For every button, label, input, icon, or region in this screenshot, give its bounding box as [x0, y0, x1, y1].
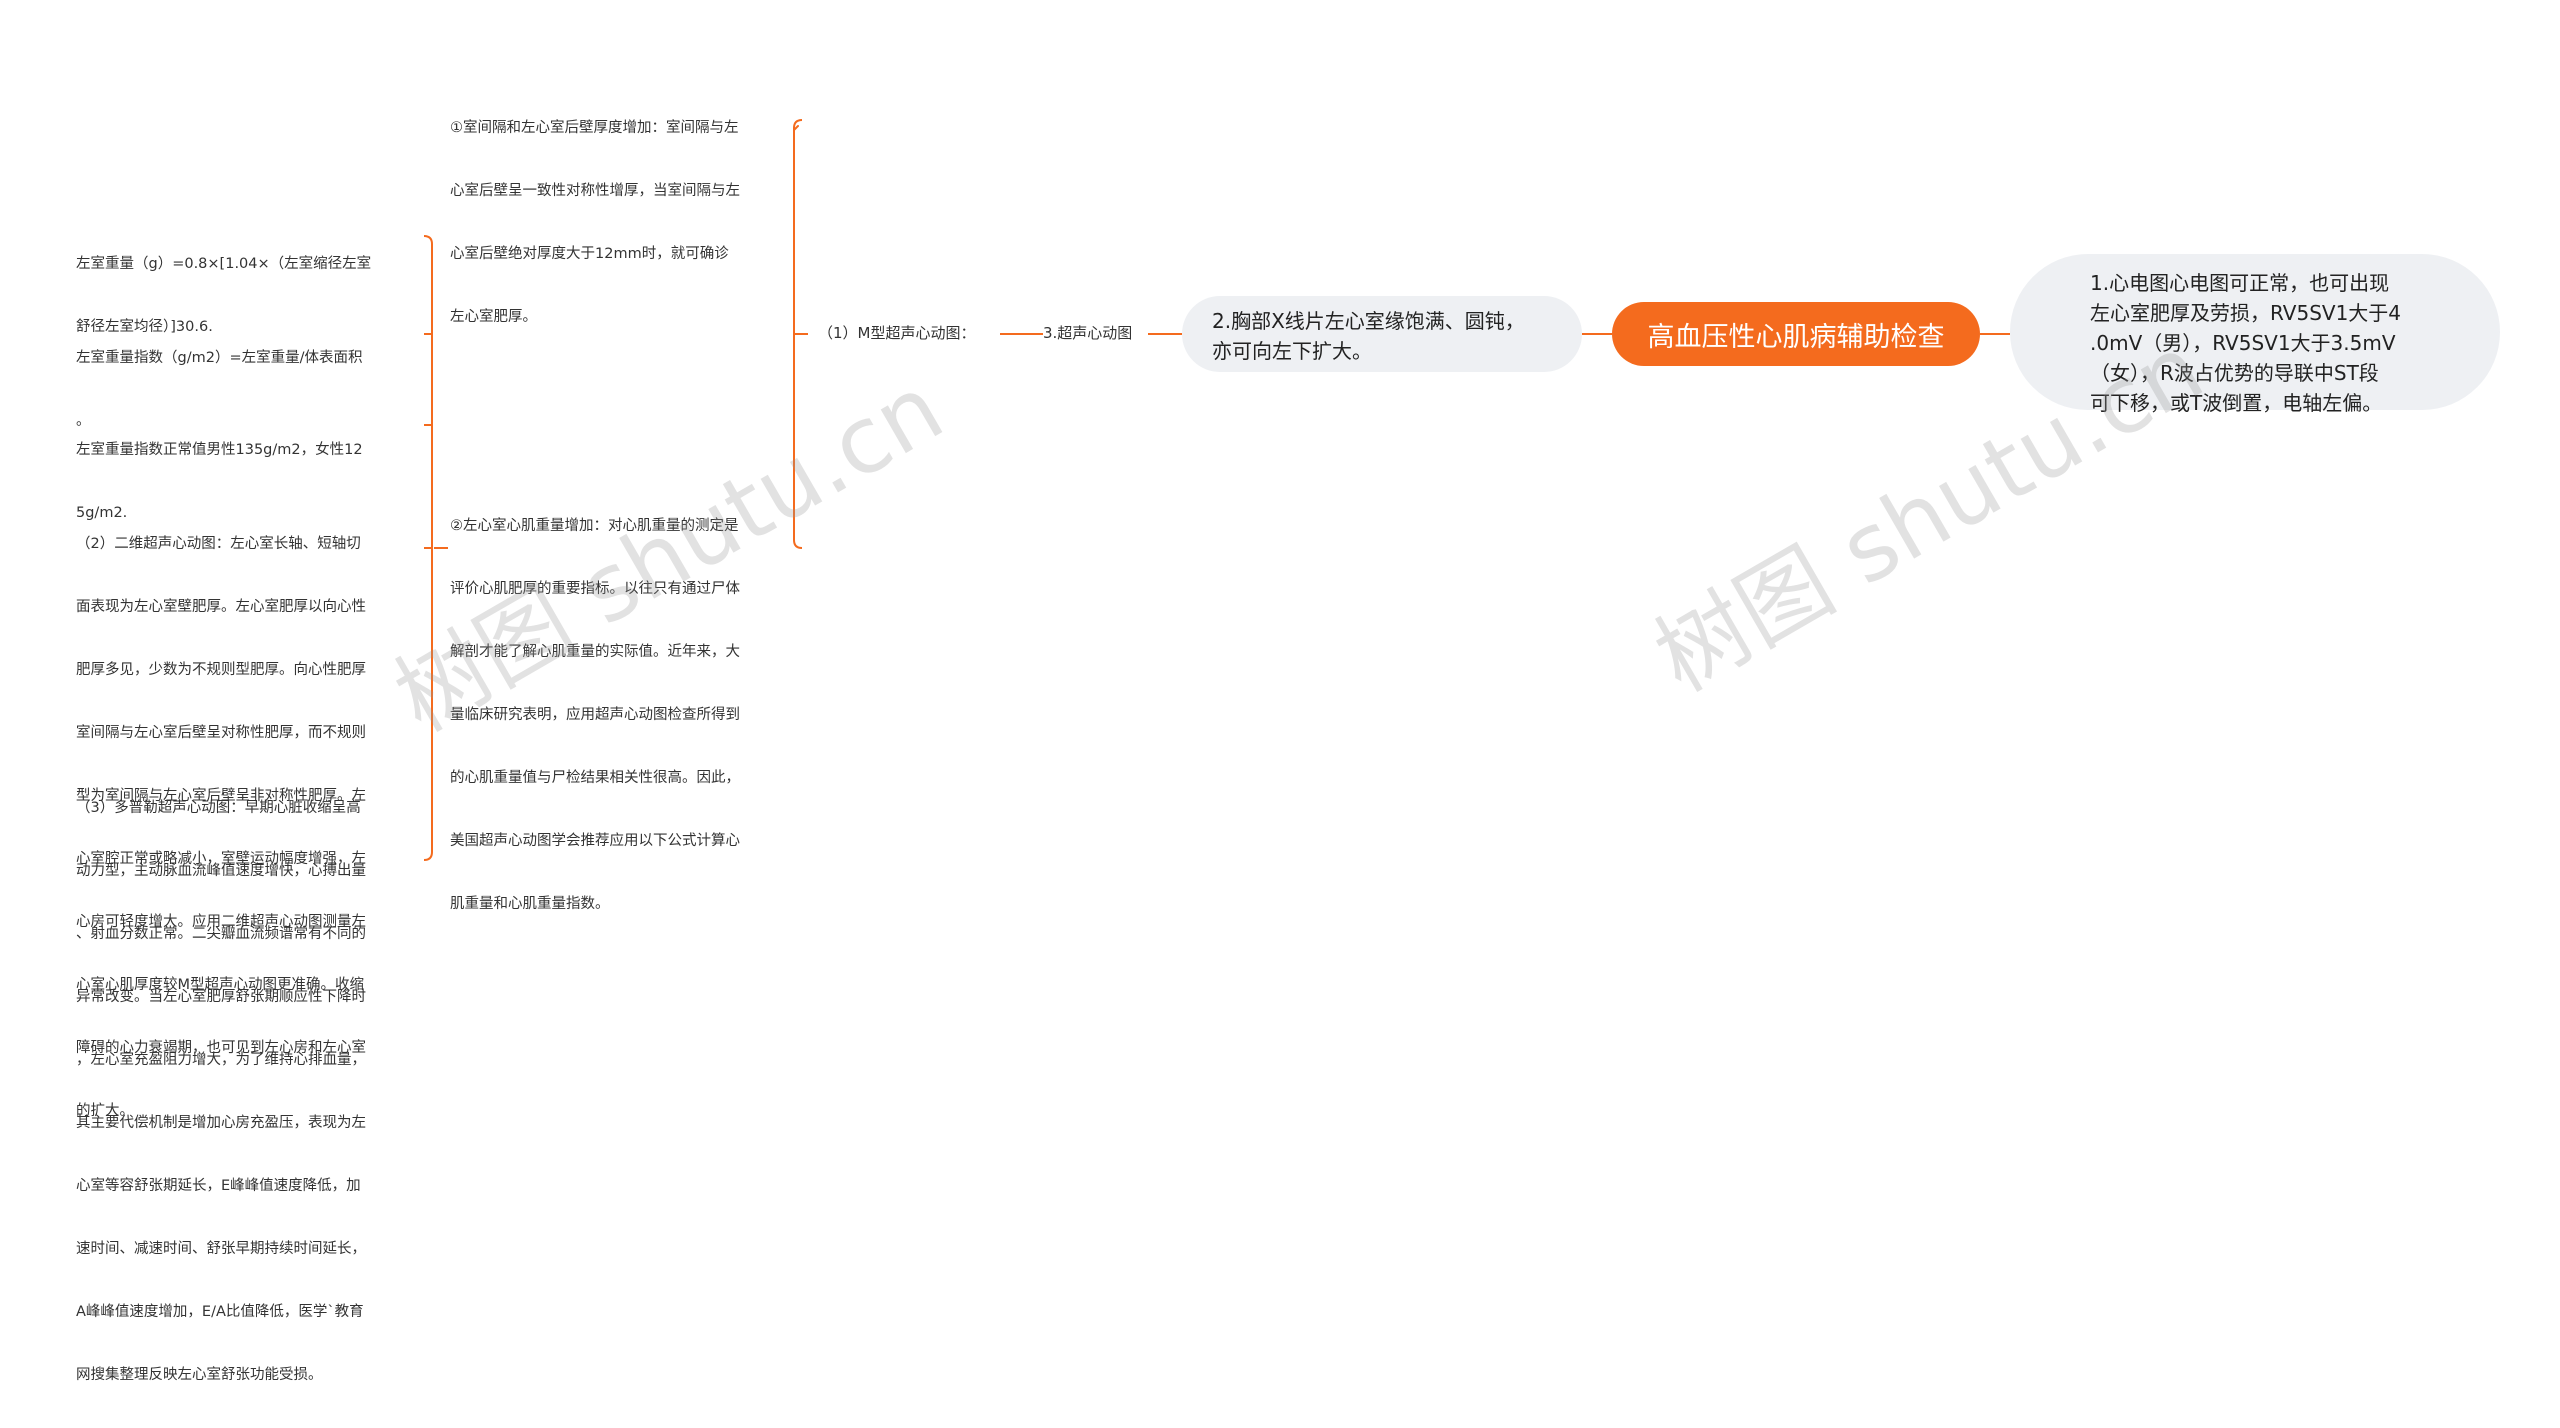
ecg-node[interactable]: 1.心电图心电图可正常，也可出现 左心室肥厚及劳损，RV5SV1大于4 .0mV…: [2010, 254, 2500, 415]
m-mode-node[interactable]: （1）M型超声心动图：: [818, 322, 1003, 346]
m-item-2-line-3: 解剖才能了解心肌重量的实际值。近年来，大: [450, 644, 740, 660]
doppler-echo-line-10: 网搜集整理反映左心室舒张功能受损。: [76, 1367, 323, 1383]
index-normal[interactable]: 左室重量指数正常值男性135g/m2，女性12 5g/m2.: [76, 398, 416, 521]
ecg-line-4: （女），R波占优势的导联中ST段: [2090, 361, 2379, 385]
two-d-echo-line-3: 肥厚多见，少数为不规则型肥厚。向心性肥厚: [76, 662, 366, 678]
mindmap-canvas: 高血压性心肌病辅助检查 1.心电图心电图可正常，也可出现 左心室肥厚及劳损，RV…: [76, 76, 2500, 1383]
two-d-echo-line-6: 心室腔正常或略减小，室壁运动幅度增强，左: [76, 851, 366, 867]
m-item-1-line-4: 左心室肥厚。: [450, 309, 537, 325]
doppler-echo-line-6: 其主要代偿机制是增加心房充盈压，表现为左: [76, 1115, 366, 1131]
index-normal-line-2: 5g/m2.: [76, 505, 128, 521]
xray-line-1: 2.胸部X线片左心室缘饱满、圆钝，: [1212, 309, 1525, 333]
xray-node[interactable]: 2.胸部X线片左心室缘饱满、圆钝， 亦可向左下扩大。: [1182, 296, 1582, 372]
formula-index-line-1: 左室重量指数（g/m2）=左室重量/体表面积: [76, 350, 363, 366]
doppler-echo-line-8: 速时间、减速时间、舒张早期持续时间延长，: [76, 1241, 366, 1257]
two-d-echo-line-7: 心房可轻度增大。应用二维超声心动图测量左: [76, 914, 366, 930]
m-item-2-line-2: 评价心肌肥厚的重要指标。以往只有通过尸体: [450, 581, 740, 597]
doppler-echo[interactable]: （3）多普勒超声心动图：早期心脏收缩呈高 动力型，主动脉血流峰值速度增快，心搏出…: [76, 756, 416, 1383]
two-d-echo-line-2: 面表现为左心室壁肥厚。左心室肥厚以向心性: [76, 599, 366, 615]
m-item-1-line-2: 心室后壁呈一致性对称性增厚，当室间隔与左: [450, 183, 740, 199]
doppler-echo-line-5: ，左心室充盈阻力增大，为了维持心排血量，: [76, 1052, 366, 1068]
formula-mass[interactable]: 左室重量（g）=0.8×[1.04×（左室缩径左室 舒径左室均径）]30.6.: [76, 212, 416, 335]
m-item-2-line-6: 美国超声心动图学会推荐应用以下公式计算心: [450, 833, 740, 849]
xray-line-2: 亦可向左下扩大。: [1212, 339, 1372, 363]
root-label: 高血压性心肌病辅助检查: [1647, 321, 1945, 353]
two-d-echo[interactable]: （2）二维超声心动图：左心室长轴、短轴切 面表现为左心室壁肥厚。左心室肥厚以向心…: [76, 492, 416, 1119]
connector-lines: [423, 119, 2010, 861]
formula-index-line-2: 。: [76, 413, 91, 429]
m-item-2[interactable]: ②左心室心肌重量增加：对心肌重量的测定是 评价心肌肥厚的重要指标。以往只有通过尸…: [450, 474, 790, 912]
bracket-m-items: [793, 119, 808, 549]
doppler-echo-line-2: 动力型，主动脉血流峰值速度增快，心搏出量: [76, 863, 366, 879]
m-item-2-line-5: 的心肌重量值与尸检结果相关性很高。因此，: [450, 770, 740, 786]
root-node[interactable]: 高血压性心肌病辅助检查: [1612, 302, 1980, 366]
ecg-line-2: 左心室肥厚及劳损，RV5SV1大于4: [2090, 301, 2402, 325]
m-item-2-line-1: ②左心室心肌重量增加：对心肌重量的测定是: [450, 518, 739, 534]
formula-index[interactable]: 左室重量指数（g/m2）=左室重量/体表面积 。: [76, 306, 416, 429]
m-item-2-line-4: 量临床研究表明，应用超声心动图检查所得到: [450, 707, 740, 723]
two-d-echo-line-5: 型为室间隔与左心室后壁呈非对称性肥厚。左: [76, 788, 366, 804]
two-d-echo-line-4: 室间隔与左心室后壁呈对称性肥厚，而不规则: [76, 725, 366, 741]
doppler-echo-line-1: （3）多普勒超声心动图：早期心脏收缩呈高: [76, 800, 361, 816]
index-normal-line-1: 左室重量指数正常值男性135g/m2，女性12: [76, 442, 363, 458]
ecg-line-3: .0mV（男），RV5SV1大于3.5mV: [2090, 331, 2396, 355]
echo-node[interactable]: 3.超声心动图: [1043, 322, 1153, 346]
doppler-echo-line-3: 、射血分数正常。二尖瓣血流频谱常有不同的: [76, 926, 366, 942]
formula-mass-line-1: 左室重量（g）=0.8×[1.04×（左室缩径左室: [76, 256, 372, 272]
two-d-echo-line-8: 心室心肌厚度较M型超声心动图更准确。收缩: [76, 977, 365, 993]
formula-mass-line-2: 舒径左室均径）]30.6.: [76, 319, 213, 335]
m-mode-label: （1）M型超声心动图：: [818, 324, 976, 342]
ecg-line-5: 可下移，或T波倒置，电轴左偏。: [2090, 391, 2383, 415]
doppler-echo-line-9: A峰峰值速度增加，E/A比值降低，医学`教育: [76, 1304, 364, 1320]
echo-label: 3.超声心动图: [1043, 324, 1133, 342]
m-item-1-line-3: 心室后壁绝对厚度大于12mm时，就可确诊: [450, 246, 729, 262]
m-item-2-line-7: 肌重量和心肌重量指数。: [450, 896, 610, 912]
two-d-echo-line-1: （2）二维超声心动图：左心室长轴、短轴切: [76, 536, 361, 552]
doppler-echo-line-7: 心室等容舒张期延长，E峰峰值速度降低，加: [76, 1178, 361, 1194]
doppler-echo-line-4: 异常改变。当左心室肥厚舒张期顺应性下降时: [76, 989, 366, 1005]
m-item-1-line-1: ①室间隔和左心室后壁厚度增加：室间隔与左: [450, 120, 739, 136]
ecg-line-1: 1.心电图心电图可正常，也可出现: [2090, 271, 2390, 295]
m-item-1[interactable]: ①室间隔和左心室后壁厚度增加：室间隔与左 心室后壁呈一致性对称性增厚，当室间隔与…: [450, 76, 790, 325]
